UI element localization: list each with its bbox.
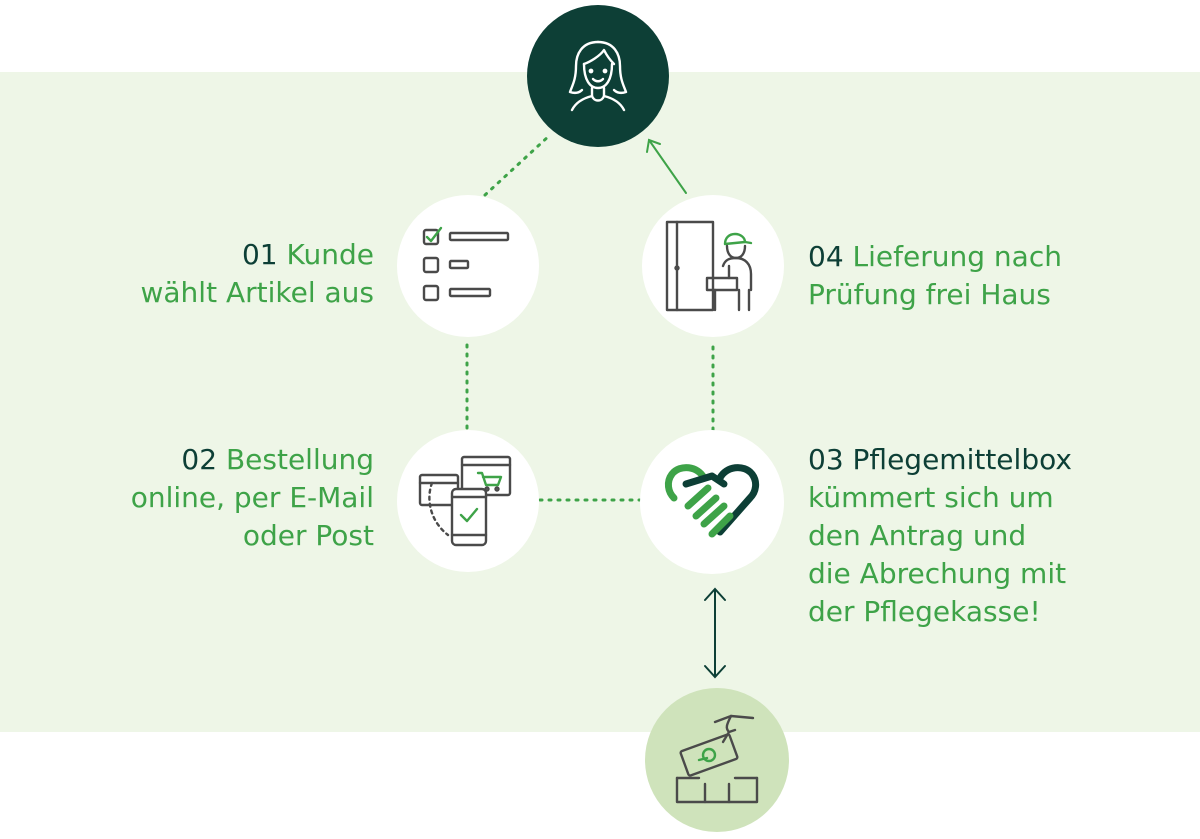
delivery-person-icon	[665, 220, 753, 312]
connector-01-to-customer	[483, 133, 552, 197]
insurance-payment-icon	[675, 714, 759, 804]
step-02-label: 02 Bestellung online, per E-Mail oder Po…	[60, 441, 374, 555]
step-02-title: Bestellung	[225, 443, 374, 476]
step-01-title: Kunde	[286, 238, 374, 271]
step-01-number: 01	[241, 238, 278, 271]
arrow-03-bottom-bidirectional	[704, 587, 726, 679]
step-04-line-1: Prüfung frei Haus	[808, 278, 1051, 311]
step-03-line-2: den Antrag und	[808, 519, 1027, 552]
insurance-node	[645, 688, 789, 832]
step-03-number: 03	[808, 443, 844, 476]
step-02-line-1: online, per E-Mail	[130, 481, 374, 514]
arrow-04-to-customer	[646, 138, 687, 194]
step-04-node	[642, 195, 784, 337]
step-03-line-3: die Abrechung mit	[808, 557, 1067, 590]
customer-woman-icon	[568, 40, 628, 112]
devices-order-icon	[418, 455, 512, 547]
step-03-title: Pflegemittelbox	[852, 443, 1072, 476]
background-band	[0, 72, 1200, 732]
step-03-node	[640, 430, 784, 574]
step-03-line-4: der Pflegekasse!	[808, 595, 1041, 628]
checklist-icon	[422, 226, 510, 302]
step-04-label: 04 Lieferung nach Prüfung frei Haus	[808, 238, 1168, 314]
step-01-line-1: wählt Artikel aus	[140, 276, 374, 309]
step-04-title: Lieferung nach	[852, 240, 1062, 273]
step-04-number: 04	[808, 240, 844, 273]
customer-node	[527, 5, 669, 147]
step-02-number: 02	[181, 443, 218, 476]
step-03-line-1: kümmert sich um	[808, 481, 1054, 514]
step-03-label: 03 Pflegemittelbox kümmert sich um den A…	[808, 441, 1168, 631]
heart-handshake-icon	[664, 464, 760, 538]
step-02-line-2: oder Post	[242, 519, 374, 552]
step-01-label: 01 Kunde wählt Artikel aus	[80, 236, 374, 312]
step-01-node	[397, 195, 539, 337]
step-02-node	[397, 430, 539, 572]
